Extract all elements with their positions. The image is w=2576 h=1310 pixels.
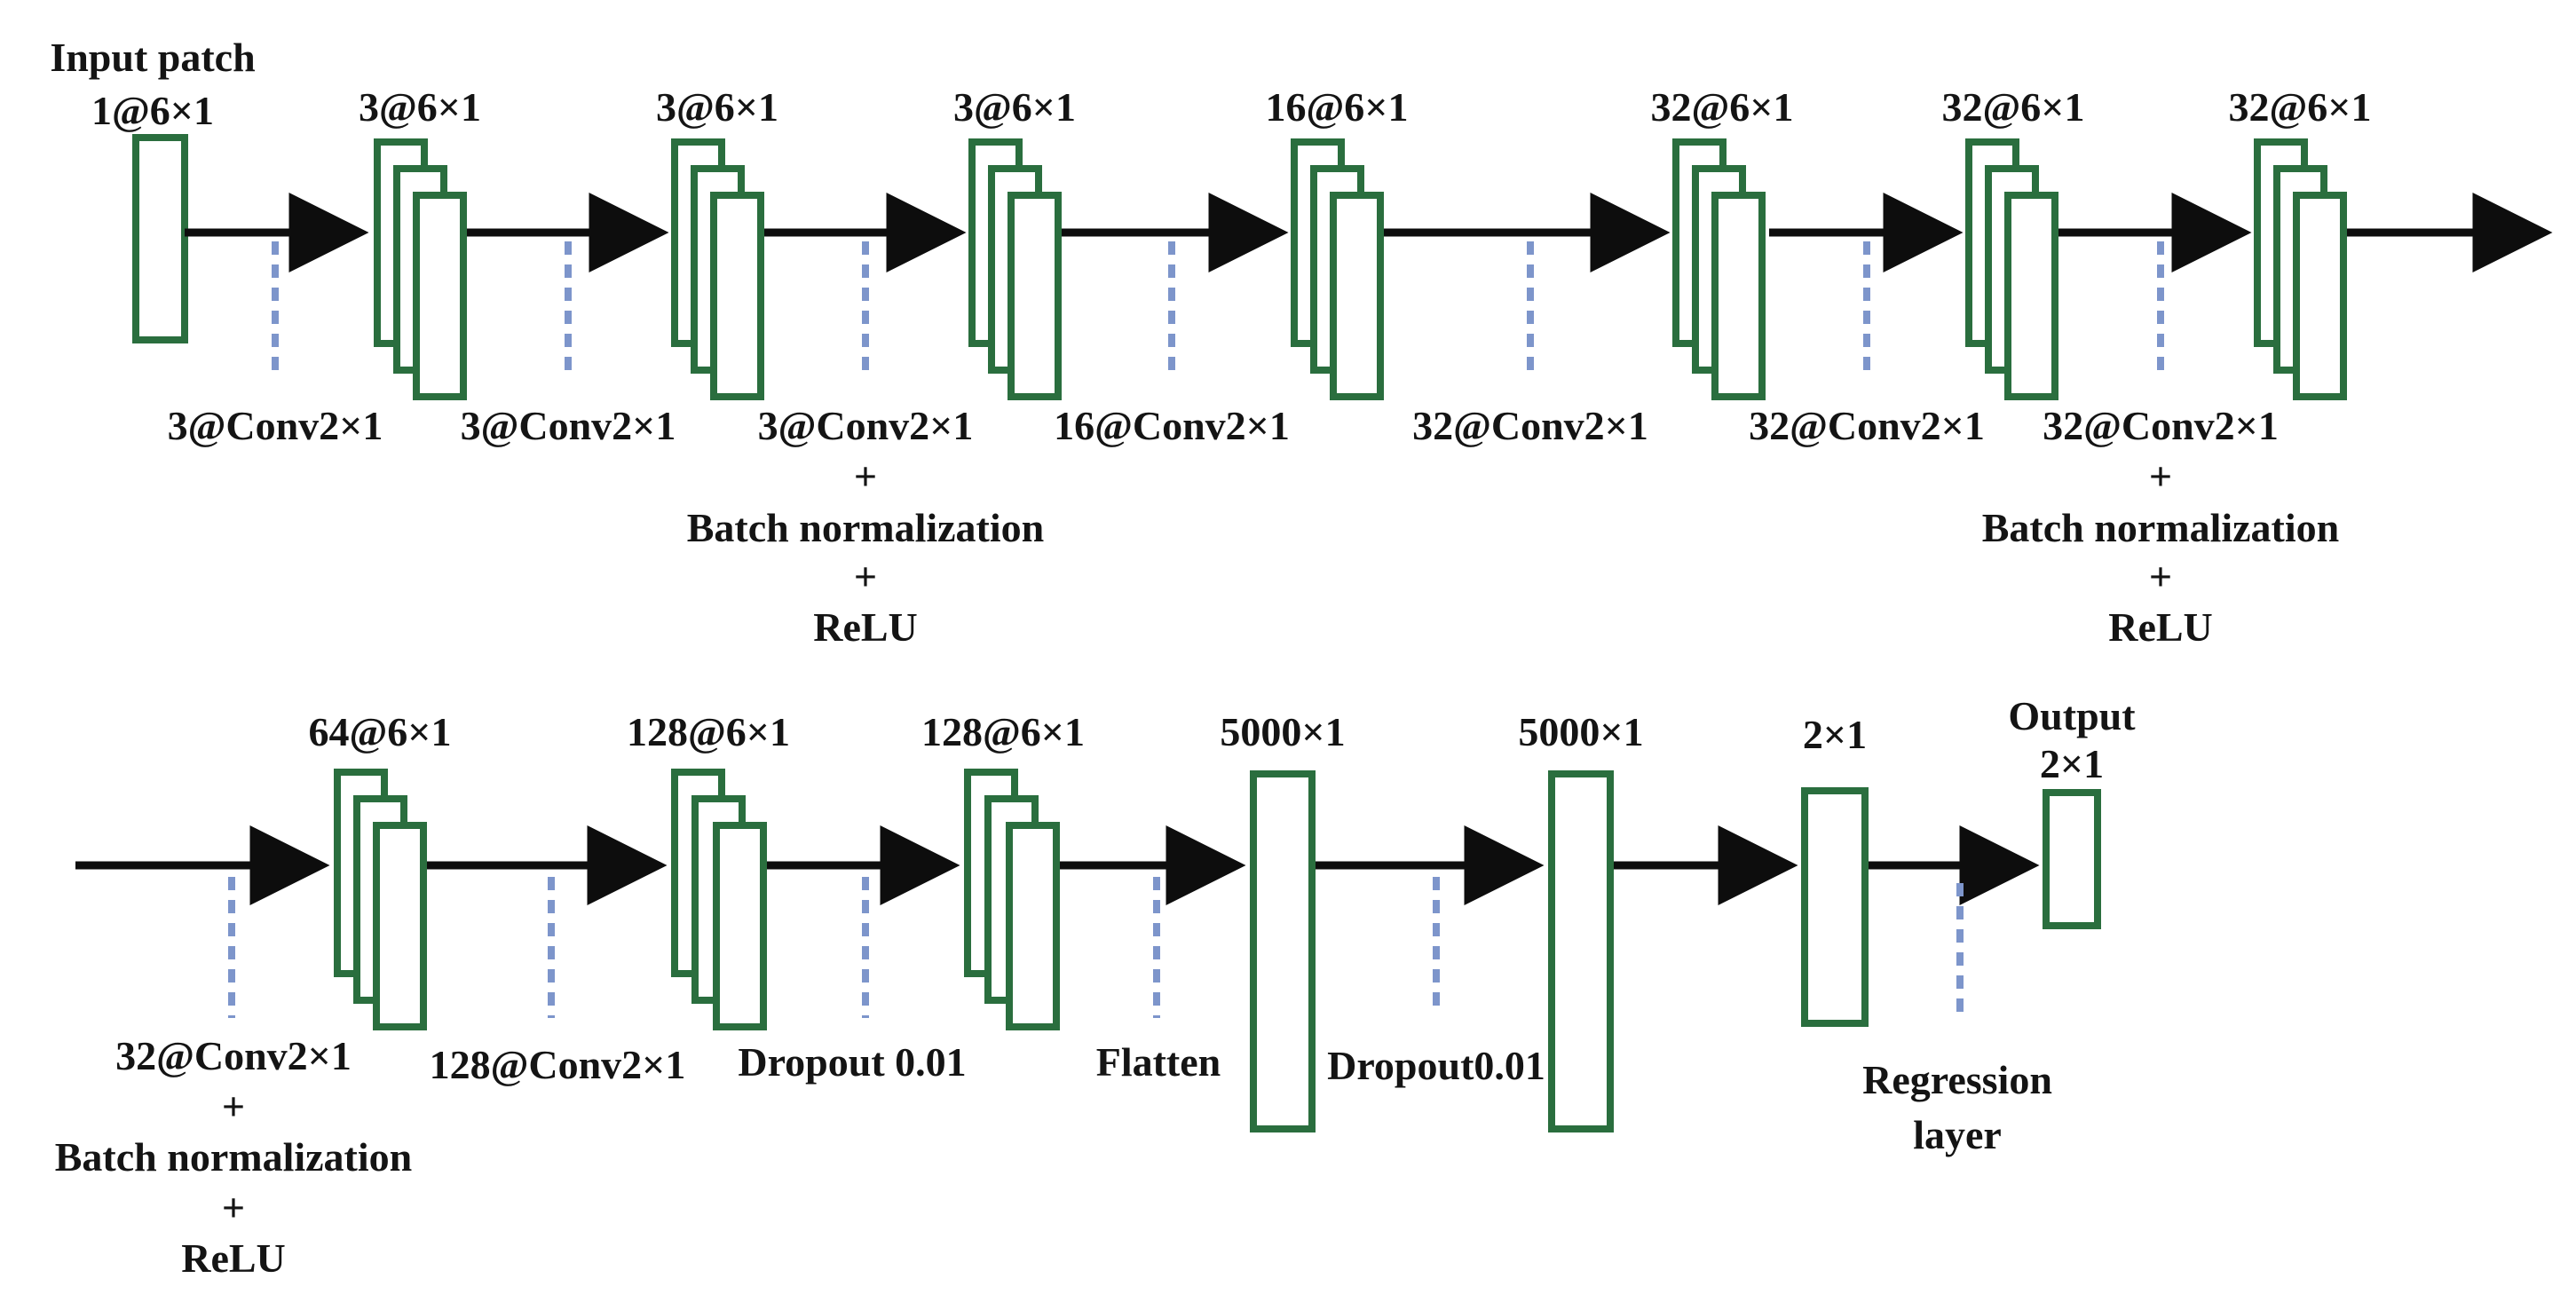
stack1-size-label: 3@6×1 bbox=[359, 84, 481, 130]
stack10-size-label: 128@6×1 bbox=[921, 709, 1085, 754]
flatten-vector2-box bbox=[1548, 770, 1614, 1132]
feature-map-box bbox=[373, 822, 427, 1030]
stack8-size-label: 64@6×1 bbox=[309, 709, 452, 754]
dense-size-label: 2×1 bbox=[1803, 712, 1867, 757]
conv-op-label-r1-6: 32@Conv2×1 bbox=[1749, 403, 1985, 448]
feature-map-box bbox=[1711, 192, 1766, 400]
flatten-vector2-size-label: 5000×1 bbox=[1518, 709, 1643, 754]
stack2-size-label: 3@6×1 bbox=[656, 84, 778, 130]
conv-stack-7 bbox=[2254, 138, 2347, 400]
output-label: Output bbox=[2008, 693, 2136, 738]
plus-sign: + bbox=[2149, 454, 2172, 499]
relu-label: ReLU bbox=[2108, 604, 2213, 650]
output-size-label: 2×1 bbox=[2040, 741, 2104, 786]
conv-stack-6 bbox=[1965, 138, 2058, 400]
feature-map-box bbox=[413, 192, 467, 400]
plus-sign: + bbox=[2149, 554, 2172, 599]
conv-op-label-r1-2: 3@Conv2×1 bbox=[461, 403, 676, 448]
conv-op-label-r1-1: 3@Conv2×1 bbox=[168, 403, 383, 448]
flatten-vector1-size-label: 5000×1 bbox=[1220, 709, 1345, 754]
conv-stack-3 bbox=[968, 138, 1062, 400]
stack9-size-label: 128@6×1 bbox=[627, 709, 790, 754]
relu-label: ReLU bbox=[813, 604, 918, 650]
conv-stack-5 bbox=[1672, 138, 1766, 400]
conv-op-label-r1-7: 32@Conv2×1 bbox=[2043, 403, 2279, 448]
conv-stack-10 bbox=[964, 769, 1060, 1030]
conv-stack-4 bbox=[1291, 138, 1384, 400]
feature-map-box bbox=[1006, 822, 1060, 1030]
conv-stack-2 bbox=[671, 138, 764, 400]
conv-stack-8 bbox=[334, 769, 427, 1030]
dense-layer-box bbox=[1801, 787, 1869, 1027]
dropout2-label: Dropout0.01 bbox=[1327, 1043, 1545, 1088]
batch-norm-label: Batch normalization bbox=[1982, 505, 2339, 550]
conv-op-label-r1-4: 16@Conv2×1 bbox=[1054, 403, 1290, 448]
regression-layer-label-line2: layer bbox=[1913, 1112, 2002, 1157]
conv-stack-1 bbox=[374, 138, 467, 400]
batch-norm-label: Batch normalization bbox=[687, 505, 1044, 550]
input-size-label: 1@6×1 bbox=[91, 88, 214, 133]
flatten-vector1-box bbox=[1250, 770, 1316, 1132]
plus-sign: + bbox=[854, 454, 877, 499]
input-patch-label: Input patch bbox=[50, 35, 255, 80]
feature-map-box bbox=[1007, 192, 1062, 400]
regression-layer-label-line1: Regression bbox=[1862, 1057, 2052, 1102]
feature-map-box bbox=[1330, 192, 1384, 400]
feature-map-box bbox=[710, 192, 764, 400]
flatten-label: Flatten bbox=[1096, 1039, 1221, 1085]
plus-sign: + bbox=[222, 1084, 245, 1129]
input-layer-box bbox=[132, 134, 188, 343]
stack6-size-label: 32@6×1 bbox=[1942, 84, 2085, 130]
conv-op-label-r1-3: 3@Conv2×1 bbox=[758, 403, 974, 448]
batch-norm-label: Batch normalization bbox=[55, 1134, 412, 1180]
output-layer-box bbox=[2043, 789, 2101, 929]
stack7-size-label: 32@6×1 bbox=[2229, 84, 2372, 130]
plus-sign: + bbox=[222, 1185, 245, 1230]
stack4-size-label: 16@6×1 bbox=[1266, 84, 1409, 130]
conv-stack-9 bbox=[671, 769, 767, 1030]
stack3-size-label: 3@6×1 bbox=[953, 84, 1076, 130]
conv-op-label-r2-1: 32@Conv2×1 bbox=[115, 1033, 352, 1078]
feature-map-box bbox=[2293, 192, 2347, 400]
feature-map-box bbox=[713, 822, 767, 1030]
plus-sign: + bbox=[854, 554, 877, 599]
conv-op-label-r1-5: 32@Conv2×1 bbox=[1412, 403, 1648, 448]
feature-map-box bbox=[2004, 192, 2058, 400]
conv-op-label-r2-2: 128@Conv2×1 bbox=[430, 1042, 686, 1087]
stack5-size-label: 32@6×1 bbox=[1651, 84, 1794, 130]
dropout1-label: Dropout 0.01 bbox=[738, 1039, 966, 1085]
relu-label: ReLU bbox=[181, 1235, 286, 1281]
